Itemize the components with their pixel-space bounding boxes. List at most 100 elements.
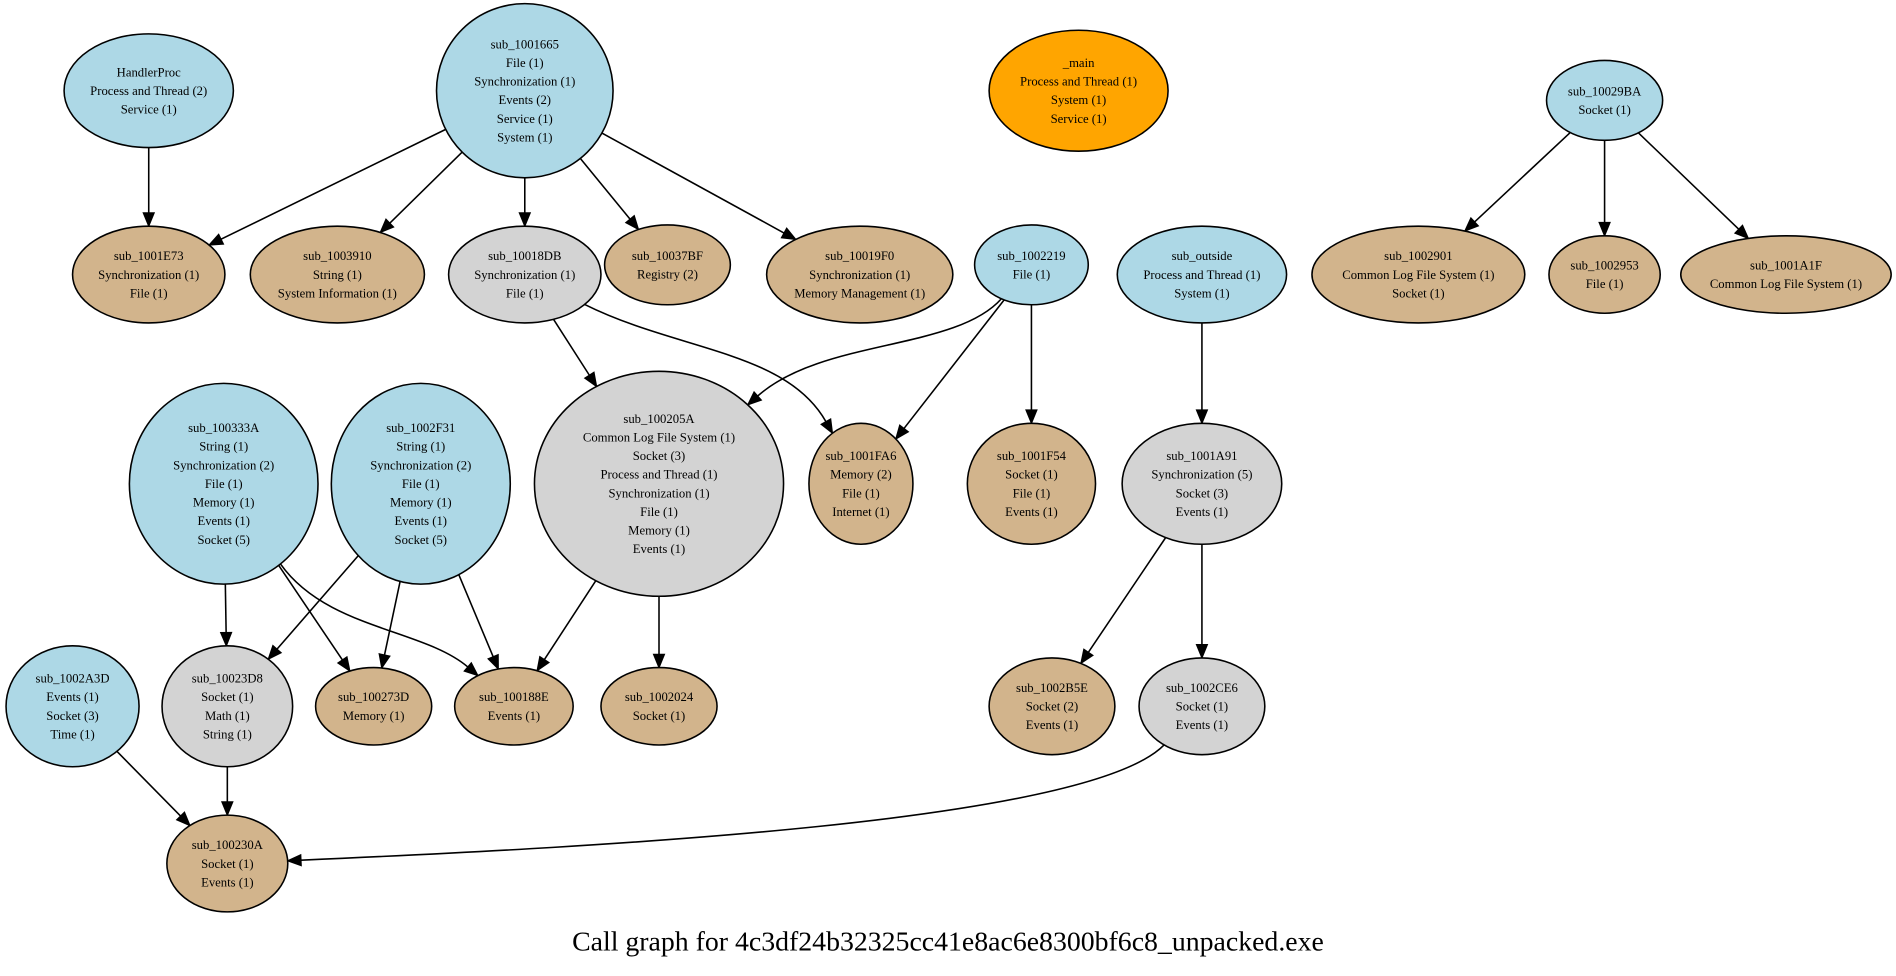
arrowhead-icon [487,653,499,671]
arrowhead-icon [624,214,640,231]
arrowhead-icon [820,417,834,435]
node-name: sub_1001FA6 [825,449,896,463]
arrowhead-icon [463,661,480,677]
node-name: sub_1003910 [303,249,371,263]
edge-sub-1001a91-to-sub-1002b5e [1080,537,1167,665]
node-shape [161,645,294,768]
arrowhead-icon [378,653,391,670]
arrowhead-icon [142,212,156,228]
arrowhead-icon [1733,224,1750,240]
edge-sub-1001665-to-sub-1001e73 [207,128,447,246]
node-name: sub_1002B5E [1016,681,1088,695]
node-shape [128,382,319,585]
node-shape [600,666,718,746]
node-api-category: Synchronization (1) [608,486,709,500]
node-api-category: Common Log File System (1) [1342,268,1494,282]
node-name: sub_10023D8 [192,672,263,686]
arrowhead-icon [220,801,234,817]
node-shape [1545,59,1664,142]
edge-line [579,157,631,220]
node-name: sub_1002CE6 [1166,681,1238,695]
node-api-category: Socket (3) [633,449,685,463]
node-api-category: File (1) [402,477,440,491]
node-name: sub_1002A3D [36,672,110,686]
node-api-category: Events (1) [1026,718,1078,732]
node-api-category: Socket (1) [633,709,685,723]
edge-line [1087,537,1167,653]
edge-line [1637,132,1740,230]
edge-sub-1001665-to-sub-10018db [518,177,532,228]
edge-line [601,132,785,234]
node-api-category: Events (1) [1176,505,1228,519]
node-api-category: Socket (3) [46,709,98,723]
node-api-category: Process and Thread (2) [90,84,207,98]
node-api-category: Socket (2) [1026,700,1078,714]
node-api-category: Memory (1) [390,496,452,510]
node-api-category: File (1) [842,486,880,500]
arrowhead-icon [536,655,551,673]
edge-line [300,744,1165,862]
node-api-category: String (1) [396,440,445,454]
edge-sub-1002219-to-sub-100205a [746,298,1002,406]
node-shape [966,422,1097,546]
edge-sub-1002219-to-sub-1001fa6 [894,299,1005,441]
node-sub-1002b5e[interactable]: sub_1002B5E Socket (2) Events (1) [988,657,1116,756]
node-shape [71,225,226,324]
node-name: sub_1002F31 [386,421,455,435]
arrowhead-icon [219,631,233,648]
edge-sub-100333a-to-sub-100188e [279,563,480,677]
node-shape [603,224,732,306]
node-api-category: Memory Management (1) [794,286,925,300]
edge-sub-10029ba-to-sub-1002953 [1598,140,1611,238]
node-api-category: Events (2) [499,93,551,107]
node-api-category: String (1) [199,440,248,454]
node-name: sub_1002219 [997,249,1065,263]
node-api-category: Service (1) [1051,112,1107,126]
node-api-category: String (1) [313,268,362,282]
arrowhead-icon [583,371,598,388]
edge-sub-10029ba-to-sub-1002901 [1463,131,1571,233]
edge-line [389,151,463,224]
edge-line [903,299,1005,429]
edge-sub-1002f31-to-sub-100188e [458,574,499,671]
node-name: sub_1002953 [1570,258,1638,272]
node-shape [453,666,574,746]
node-api-category: Time (1) [50,727,94,741]
node-name: sub_outside [1172,249,1233,263]
arrowhead-icon [336,655,351,673]
edge-sub-100205a-to-sub-100188e [536,580,597,673]
node-shape [330,382,512,585]
edge-line [220,128,447,240]
edge-handlerproc-to-sub-1001e73 [142,147,156,228]
node-api-category: Socket (3) [1176,486,1228,500]
node-shape [166,814,289,913]
node-shape [988,29,1169,152]
